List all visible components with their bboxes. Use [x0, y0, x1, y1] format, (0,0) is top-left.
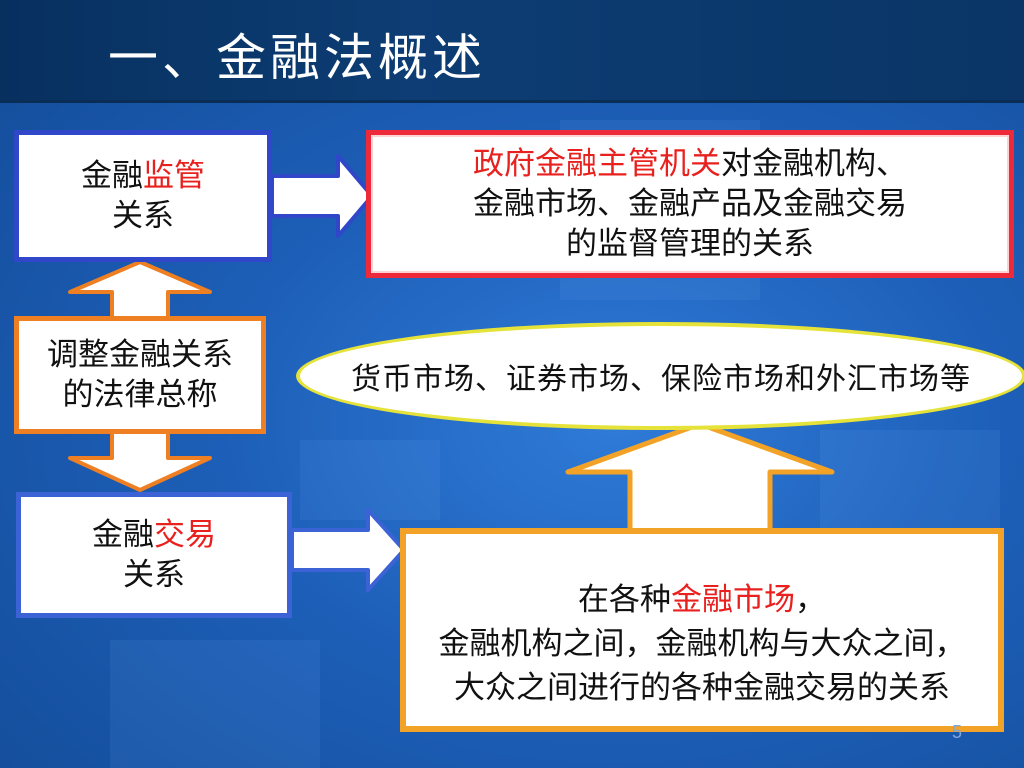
regulatory-line1: 金融监管 — [81, 156, 205, 196]
up-arrow-top — [68, 260, 212, 322]
regulatory-highlight: 监管 — [143, 158, 205, 194]
right-arrow-regulatory — [270, 154, 374, 238]
down-arrow-bottom — [68, 428, 212, 492]
transaction-prefix: 金融 — [92, 517, 154, 553]
up-arrow-markets — [565, 421, 835, 535]
markets-ellipse: 货币市场、证券市场、保险市场和外汇市场等 — [296, 322, 1024, 430]
transaction-relation-box: 金融交易 关系 — [16, 492, 292, 618]
title-bar: 一、金融法概述 — [0, 0, 1024, 103]
right-arrow-transaction — [290, 508, 406, 592]
financial-law-general-box: 调整金融关系 的法律总称 — [14, 316, 266, 434]
markets-text: 货币市场、证券市场、保险市场和外汇市场等 — [351, 362, 971, 397]
transaction-description-box: 在各种金融市场， 金融机构之间，金融机构与大众之间， 大众之间进行的各种金融交易… — [400, 528, 1004, 732]
transaction-desc-prefix: 在各种 — [578, 582, 671, 618]
background-panel — [820, 430, 1000, 530]
regulatory-description-box: 政府金融主管机关对金融机构、 金融市场、金融产品及金融交易 的监督管理的关系 — [366, 130, 1014, 278]
regulatory-desc-highlight: 政府金融主管机关 — [473, 146, 721, 182]
regulatory-desc-line1: 政府金融主管机关对金融机构、 — [473, 144, 907, 184]
transaction-desc-line2: 金融机构之间，金融机构与大众之间， — [438, 626, 966, 662]
regulatory-desc-line2: 金融市场、金融产品及金融交易 — [473, 186, 907, 222]
transaction-desc-suffix: ， — [795, 582, 826, 618]
regulatory-relation-box: 金融监管 关系 — [14, 130, 272, 262]
regulatory-desc-line1-rest: 对金融机构、 — [721, 146, 907, 182]
transaction-desc-highlight: 金融市场 — [671, 582, 795, 618]
transaction-line1: 金融交易 — [92, 515, 216, 555]
transaction-line2: 关系 — [123, 557, 185, 593]
transaction-desc-line1: 在各种金融市场， — [578, 578, 826, 622]
regulatory-line2: 关系 — [112, 198, 174, 234]
transaction-highlight: 交易 — [154, 517, 216, 553]
background-panel — [110, 640, 320, 768]
regulatory-desc-line3: 的监督管理的关系 — [566, 226, 814, 262]
transaction-desc-line3: 大众之间进行的各种金融交易的关系 — [454, 670, 950, 706]
background-panel — [300, 440, 440, 520]
general-line2: 的法律总称 — [62, 377, 218, 413]
slide-title: 一、金融法概述 — [108, 29, 486, 87]
regulatory-prefix: 金融 — [81, 158, 143, 194]
page-number: 5 — [952, 722, 963, 742]
general-line1: 调整金融关系 — [47, 337, 233, 373]
